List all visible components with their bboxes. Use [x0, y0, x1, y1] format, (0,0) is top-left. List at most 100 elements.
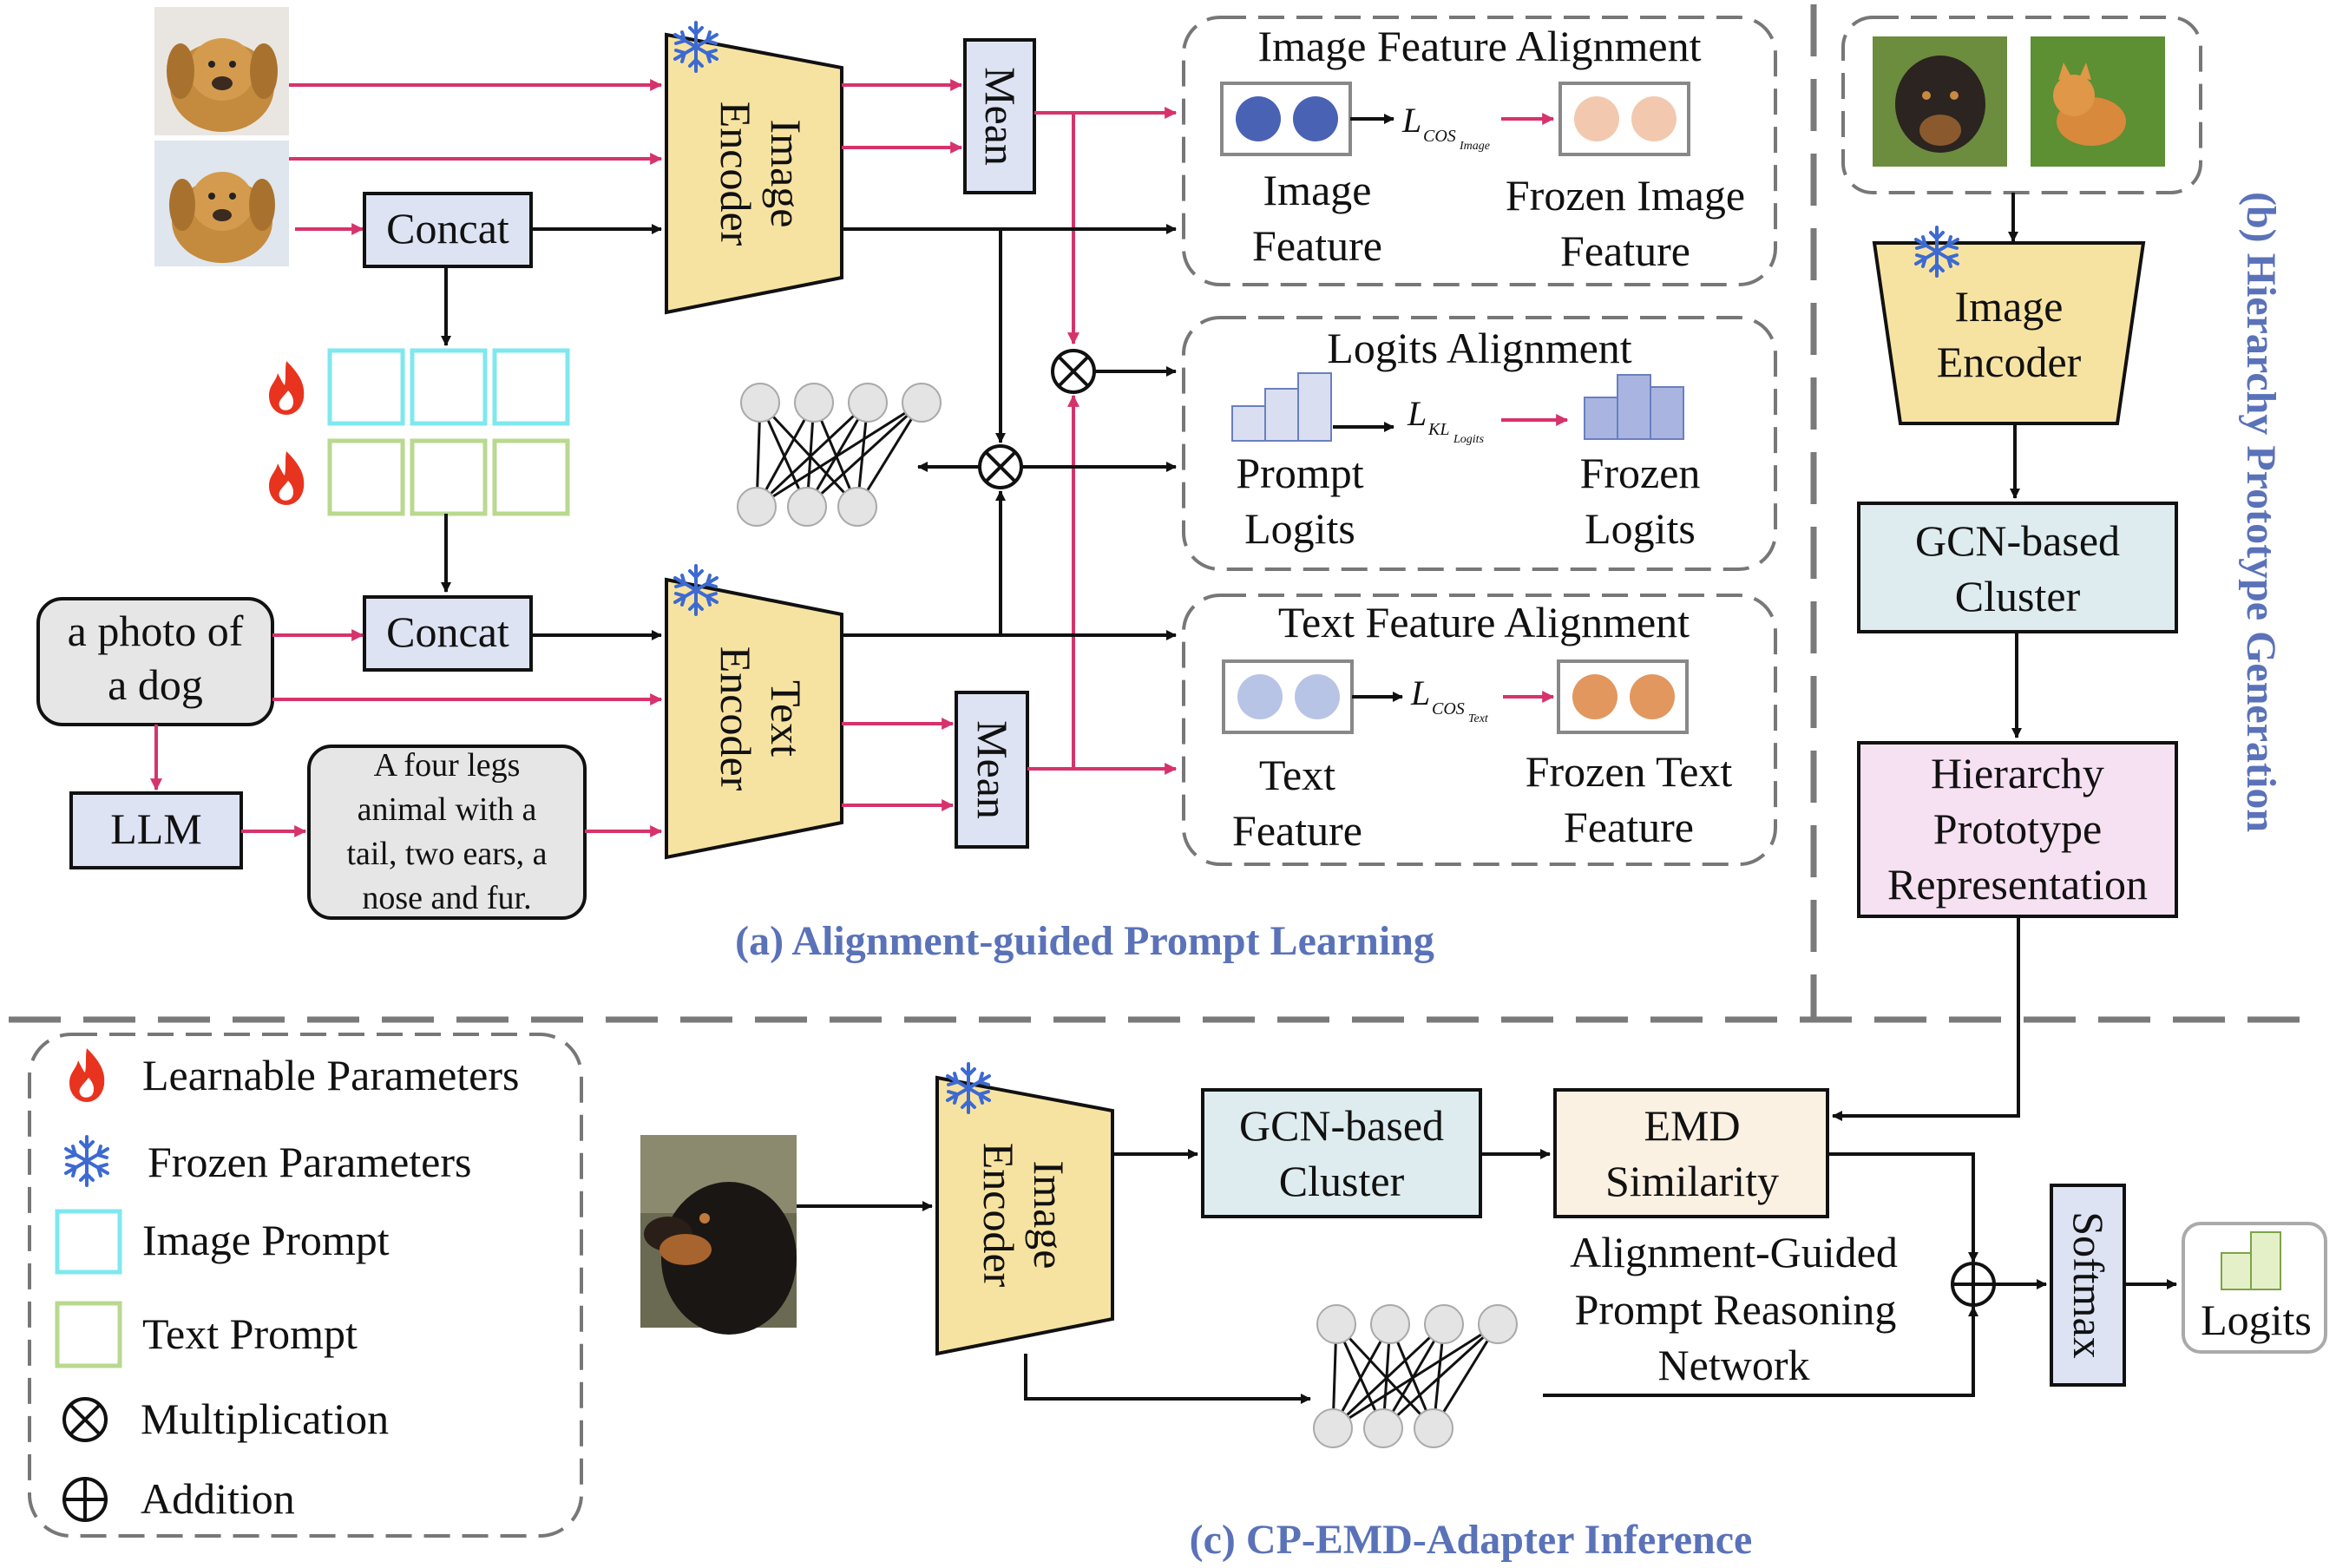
svg-text:LLM: LLM — [110, 804, 202, 853]
svg-text:L: L — [1410, 673, 1430, 712]
image-encoder-a: Image Encoder — [665, 32, 843, 315]
svg-text:Frozen: Frozen — [1580, 449, 1701, 497]
svg-text:Network: Network — [1658, 1341, 1810, 1389]
svg-text:Frozen Parameters: Frozen Parameters — [148, 1138, 471, 1186]
concat-image-block: Concat — [363, 192, 533, 268]
gcn-cluster-b: GCN-based Cluster — [1857, 502, 2178, 633]
svg-text:Cluster: Cluster — [1279, 1157, 1405, 1205]
svg-text:Encoder: Encoder — [1937, 338, 2082, 386]
multiplication-node-logits — [1051, 349, 1096, 394]
svg-text:Cluster: Cluster — [1955, 572, 2081, 620]
input-dog-image-2 — [154, 141, 289, 266]
addition-node — [1951, 1262, 1996, 1307]
flame-icon — [69, 1048, 105, 1102]
svg-text:Hierarchy: Hierarchy — [1931, 749, 2104, 797]
multiplication-icon — [62, 1397, 108, 1442]
text-feature-alignment: Text Feature Alignment L COS Text Text F… — [1182, 594, 1777, 866]
text-prompt-input: a photo of a dog — [36, 597, 274, 726]
image-prompt-square — [55, 1209, 122, 1275]
svg-text:GCN-based: GCN-based — [1915, 516, 2120, 565]
mean-block-image: Mean — [963, 38, 1036, 194]
llm-block: LLM — [69, 791, 243, 869]
svg-text:COS: COS — [1423, 127, 1456, 146]
multiplication-node-main — [978, 444, 1023, 489]
svg-text:tail, two ears, a: tail, two ears, a — [346, 836, 547, 872]
concat-text-block: Concat — [363, 595, 533, 672]
svg-text:Encoder: Encoder — [974, 1143, 1023, 1288]
prompt-network-c — [1312, 1303, 1519, 1449]
softmax-block: Softmax — [2050, 1184, 2126, 1387]
text-prompt-tokens — [327, 438, 570, 516]
mean-block-text: Mean — [955, 691, 1029, 849]
section-title-c: (c) CP-EMD-Adapter Inference — [1190, 1517, 1753, 1563]
section-title-b: (b) Hierarchy Prototype Generation — [2238, 192, 2284, 832]
input-dog-image-1 — [154, 7, 289, 135]
svg-text:L: L — [1407, 394, 1427, 433]
svg-text:EMD: EMD — [1644, 1101, 1740, 1150]
svg-text:Text: Text — [1468, 712, 1489, 725]
svg-text:Similarity: Similarity — [1605, 1157, 1779, 1205]
svg-text:Encoder: Encoder — [712, 646, 760, 791]
svg-text:Representation: Representation — [1887, 860, 2148, 909]
svg-text:Learnable Parameters: Learnable Parameters — [142, 1051, 519, 1099]
svg-text:Image: Image — [762, 120, 810, 228]
flame-icon — [269, 361, 305, 415]
svg-text:Image: Image — [1025, 1161, 1073, 1269]
svg-text:Logits Alignment: Logits Alignment — [1327, 324, 1632, 372]
svg-text:Feature: Feature — [1232, 806, 1362, 855]
svg-text:GCN-based: GCN-based — [1239, 1101, 1444, 1150]
query-dog-image — [640, 1135, 797, 1335]
svg-text:Text: Text — [1259, 751, 1335, 799]
svg-text:Mean: Mean — [968, 720, 1017, 819]
svg-text:Multiplication: Multiplication — [141, 1394, 389, 1443]
svg-text:Logits: Logits — [1453, 433, 1485, 446]
svg-text:Prompt: Prompt — [1236, 449, 1363, 497]
svg-text:Concat: Concat — [386, 607, 509, 656]
snowflake-icon — [64, 1135, 109, 1187]
svg-text:Mean: Mean — [976, 67, 1025, 166]
svg-text:Text Prompt: Text Prompt — [142, 1309, 358, 1358]
svg-text:Feature: Feature — [1252, 221, 1382, 270]
svg-text:Feature: Feature — [1564, 803, 1694, 851]
legend: Learnable Parameters Frozen Parameters I… — [28, 1033, 583, 1538]
llm-description: A four legs animal with a tail, two ears… — [307, 745, 587, 920]
svg-text:Image: Image — [1459, 140, 1490, 153]
output-logits: Logits — [2182, 1222, 2327, 1354]
svg-text:Concat: Concat — [386, 204, 509, 253]
svg-text:Prototype: Prototype — [1933, 804, 2102, 853]
svg-text:animal with a: animal with a — [358, 791, 537, 828]
section-title-a: (a) Alignment-guided Prompt Learning — [735, 918, 1434, 964]
flame-icon — [269, 451, 305, 505]
support-images — [1841, 16, 2202, 194]
svg-text:L: L — [1401, 101, 1421, 140]
svg-text:a photo of: a photo of — [68, 607, 244, 655]
svg-text:Encoder: Encoder — [712, 102, 760, 246]
svg-text:Logits: Logits — [1244, 504, 1355, 553]
text-encoder-a: Text Encoder — [665, 577, 843, 860]
svg-text:Prompt Reasoning: Prompt Reasoning — [1575, 1285, 1897, 1334]
svg-text:nose and fur.: nose and fur. — [362, 880, 531, 916]
svg-text:Feature: Feature — [1560, 226, 1690, 275]
gcn-cluster-c: GCN-based Cluster — [1201, 1088, 1482, 1218]
svg-text:Text Feature Alignment: Text Feature Alignment — [1278, 598, 1690, 646]
emd-similarity-block: EMD Similarity — [1553, 1088, 1829, 1218]
svg-text:Logits: Logits — [2201, 1296, 2312, 1344]
svg-text:KL: KL — [1427, 420, 1449, 439]
logits-alignment: Logits Alignment L KL Logits Prompt Logi… — [1182, 316, 1777, 571]
text-prompt-square — [55, 1301, 122, 1368]
svg-text:Logits: Logits — [1585, 504, 1696, 553]
image-prompt-tokens — [327, 348, 570, 426]
svg-text:Frozen Image: Frozen Image — [1506, 171, 1745, 220]
svg-text:Frozen Text: Frozen Text — [1526, 747, 1733, 796]
svg-text:Image Feature Alignment: Image Feature Alignment — [1258, 22, 1702, 70]
svg-text:Text: Text — [762, 680, 810, 757]
svg-text:A four legs: A four legs — [374, 747, 521, 784]
svg-text:Image Prompt: Image Prompt — [142, 1216, 390, 1264]
hierarchy-prototype-representation: Hierarchy Prototype Representation — [1857, 741, 2178, 918]
svg-text:Softmax: Softmax — [2064, 1211, 2113, 1358]
image-feature-alignment: Image Feature Alignment L COS Image Imag… — [1182, 16, 1777, 286]
image-encoder-b: Image Encoder — [1872, 241, 2146, 425]
prompt-network-a — [736, 382, 942, 528]
svg-text:a dog: a dog — [108, 660, 203, 709]
